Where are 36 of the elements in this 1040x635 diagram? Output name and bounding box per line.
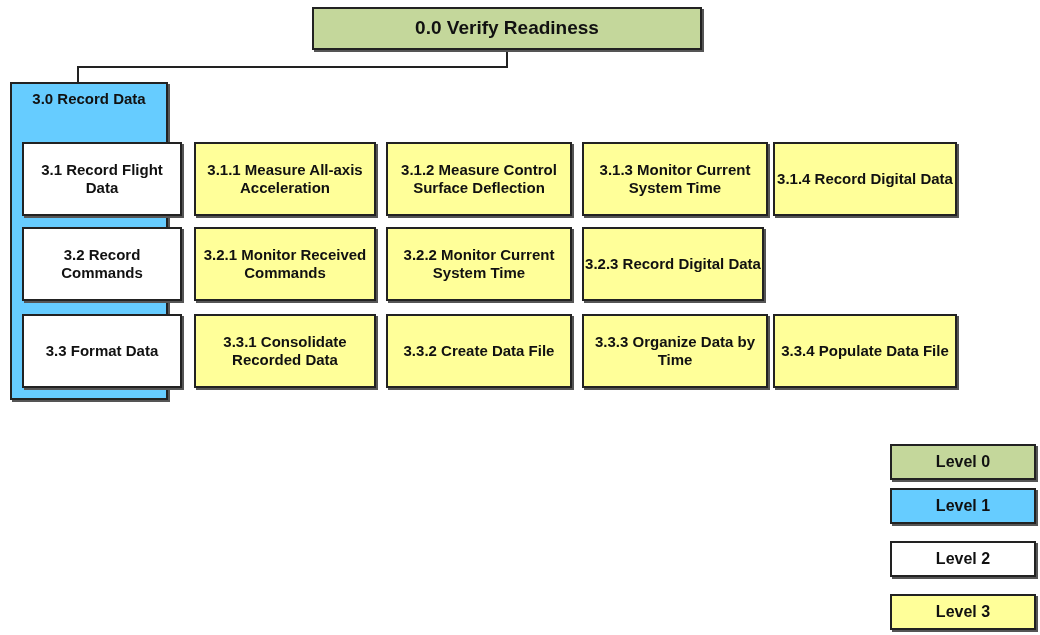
node-label: 3.1.4 Record Digital Data <box>777 170 953 188</box>
node-label: 3.1.1 Measure All-axis Acceleration <box>206 161 364 197</box>
node-label: 3.1 Record Flight Data <box>40 161 164 197</box>
node-label: 3.3.2 Create Data File <box>403 342 555 360</box>
title-box <box>312 7 702 50</box>
level-3-box <box>582 142 768 216</box>
level-3-box <box>773 142 957 216</box>
node-label: 3.2.3 Record Digital Data <box>585 255 761 273</box>
level-2-box <box>22 142 182 216</box>
level-2-box <box>22 227 182 301</box>
node-label: 3.3 Format Data <box>45 342 159 360</box>
node-label: 3.2.1 Monitor Received Commands <box>202 246 368 282</box>
level-3-box <box>582 227 764 301</box>
level-3-box <box>386 227 572 301</box>
node-label: 3.1.3 Monitor Current System Time <box>598 161 752 197</box>
level-3-box <box>194 142 376 216</box>
level-3-box <box>582 314 768 388</box>
legend-label: Level 1 <box>935 497 991 515</box>
node-label: 0.0 Verify Readiness <box>415 17 599 40</box>
level-3-box <box>194 314 376 388</box>
level-3-box <box>194 227 376 301</box>
level-3-box <box>386 142 572 216</box>
connector-line <box>77 49 508 83</box>
node-label: 3.0 Record Data <box>32 90 146 108</box>
legend-label: Level 0 <box>935 453 991 471</box>
level-3-box <box>386 314 572 388</box>
node-label: 3.1.2 Measure Control Surface Deflection <box>400 161 558 197</box>
legend-label: Level 2 <box>935 550 991 568</box>
node-label: 3.3.1 Consolidate Recorded Data <box>222 333 348 369</box>
node-label: 3.3.3 Organize Data by Time <box>593 333 757 369</box>
node-label: 3.2 Record Commands <box>60 246 144 282</box>
node-label: 3.3.4 Populate Data File <box>781 342 949 360</box>
level-2-box <box>22 314 182 388</box>
node-label: 3.2.2 Monitor Current System Time <box>402 246 556 282</box>
level-3-box <box>773 314 957 388</box>
legend-label: Level 3 <box>935 603 991 621</box>
